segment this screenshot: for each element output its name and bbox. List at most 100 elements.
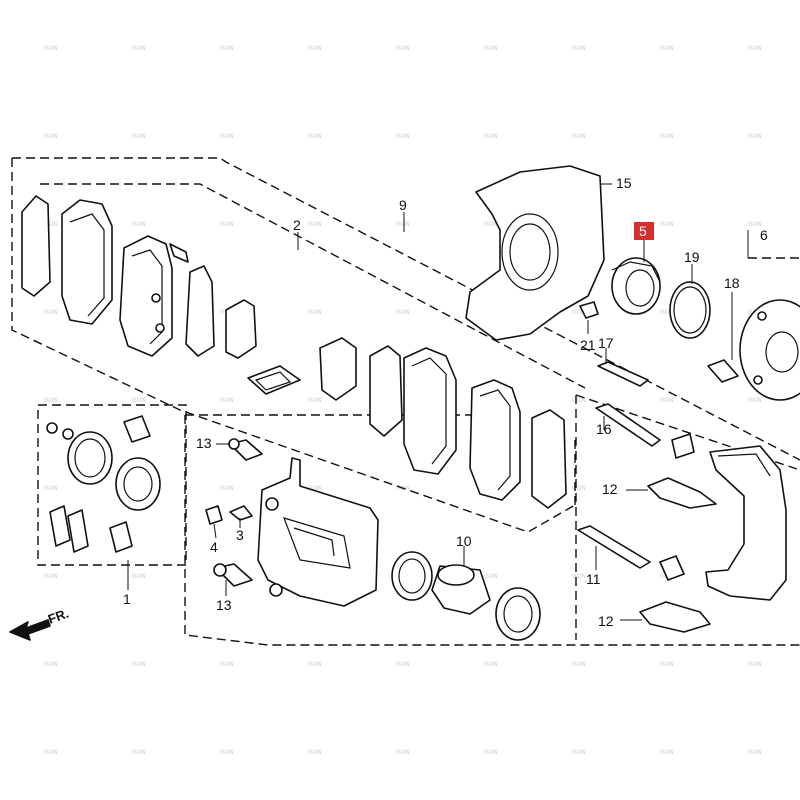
watermark-text: GON — [660, 662, 674, 668]
piston-and-seals — [391, 551, 541, 641]
callout-11: 11 — [586, 571, 601, 587]
watermark-text: GON — [396, 398, 410, 404]
leader-lines — [127, 183, 749, 621]
caliper-bracket — [577, 361, 787, 633]
callout-15: 15 — [616, 175, 632, 191]
watermark-text: GON — [44, 574, 58, 580]
watermark-text: GON — [132, 574, 146, 580]
callout-17: 17 — [598, 335, 614, 351]
watermark-text: GON — [220, 486, 234, 492]
fr-label: FR. — [46, 606, 71, 627]
watermark-text: GON — [396, 486, 410, 492]
watermark-text: GON — [748, 134, 762, 140]
callout-3: 3 — [236, 527, 244, 543]
callout-18: 18 — [724, 275, 740, 291]
highlight-box-5 — [634, 222, 654, 240]
callout-labels: 1 2 3 4 5 6 9 10 11 12 12 13 13 15 16 17… — [123, 175, 768, 629]
callout-9: 9 — [399, 197, 407, 213]
watermark-text: GON — [220, 398, 234, 404]
watermark-text: GON — [660, 46, 674, 52]
watermark-text: GON — [396, 310, 410, 316]
watermark-text: GON — [660, 222, 674, 228]
callout-10: 10 — [456, 533, 472, 549]
watermark-text: GON — [660, 398, 674, 404]
circlip — [669, 281, 711, 339]
watermark-text: GON — [308, 222, 322, 228]
brake-pad-set-left — [21, 195, 301, 395]
watermark-text: GON — [132, 46, 146, 52]
watermark-text: GON — [132, 750, 146, 756]
splash-shield — [465, 165, 605, 341]
callout-1: 1 — [123, 591, 131, 607]
watermark-text: GON — [748, 398, 762, 404]
callout-21: 21 — [580, 337, 596, 353]
watermark-text: GON — [572, 398, 586, 404]
brake-pad-set-right — [319, 337, 567, 509]
watermark-text: GON — [484, 134, 498, 140]
watermark-text: GON — [396, 134, 410, 140]
watermark-text: GON — [220, 134, 234, 140]
watermark-text: GON — [44, 222, 58, 228]
watermark-text: GON — [132, 662, 146, 668]
watermark-text: GON — [44, 46, 58, 52]
watermark-text: GON — [44, 310, 58, 316]
watermark-text: GON — [484, 222, 498, 228]
watermark-text: GON — [308, 310, 322, 316]
caliper-body — [205, 438, 379, 607]
watermark-text: GON — [308, 134, 322, 140]
watermark-text: GON — [396, 46, 410, 52]
group-outline-seal-kit — [37, 404, 187, 566]
wheel-bearing — [611, 257, 661, 315]
watermark-text: GON — [484, 574, 498, 580]
watermark-text: GON — [572, 46, 586, 52]
watermark-text: GON — [396, 662, 410, 668]
watermark-text: GON — [396, 222, 410, 228]
callout-19: 19 — [684, 249, 700, 265]
callout-6: 6 — [760, 227, 768, 243]
callout-2: 2 — [293, 217, 301, 233]
callout-12-lower: 12 — [598, 613, 614, 629]
watermark-text: GON — [308, 46, 322, 52]
watermark-text: GON — [308, 662, 322, 668]
callout-5: 5 — [639, 223, 647, 239]
watermark-text: GON — [44, 750, 58, 756]
watermark-text: GON — [748, 46, 762, 52]
watermark-text: GON — [572, 750, 586, 756]
watermark-text: GON — [572, 310, 586, 316]
callout-13-upper: 13 — [196, 435, 212, 451]
wheel-hub — [579, 299, 800, 401]
watermark-text: GON — [660, 750, 674, 756]
seal-kit — [46, 415, 161, 553]
watermark-text: GON — [484, 46, 498, 52]
watermark-text: GON — [220, 750, 234, 756]
callout-16: 16 — [596, 421, 612, 437]
watermark-text: GON — [132, 134, 146, 140]
watermark-text: GON — [572, 134, 586, 140]
watermark-text: GON — [220, 46, 234, 52]
watermark-text: GON — [308, 750, 322, 756]
watermark-text: GON — [660, 310, 674, 316]
watermark-layer: GON GON GON GON GON GON GON GON GON GON GON GON GON G… — [44, 46, 762, 756]
watermark-text: GON — [44, 134, 58, 140]
watermark-text: GON — [572, 574, 586, 580]
watermark-text: GON — [308, 486, 322, 492]
callout-4: 4 — [210, 539, 218, 555]
watermark-text: GON — [572, 486, 586, 492]
watermark-text: GON — [132, 222, 146, 228]
watermark-text: GON — [396, 750, 410, 756]
watermark-text: GON — [748, 222, 762, 228]
watermark-text: GON — [748, 750, 762, 756]
watermark-text: GON — [44, 486, 58, 492]
watermark-text: GON — [660, 134, 674, 140]
watermark-text: GON — [220, 222, 234, 228]
front-direction-arrow: FR. — [9, 606, 71, 641]
callout-12-upper: 12 — [602, 481, 618, 497]
callout-13-lower: 13 — [216, 597, 232, 613]
group-outline-pads-inner — [11, 158, 586, 533]
watermark-text: GON — [44, 662, 58, 668]
watermark-text: GON — [220, 662, 234, 668]
watermark-text: GON — [308, 398, 322, 404]
watermark-text: GON — [572, 662, 586, 668]
watermark-text: GON — [484, 750, 498, 756]
